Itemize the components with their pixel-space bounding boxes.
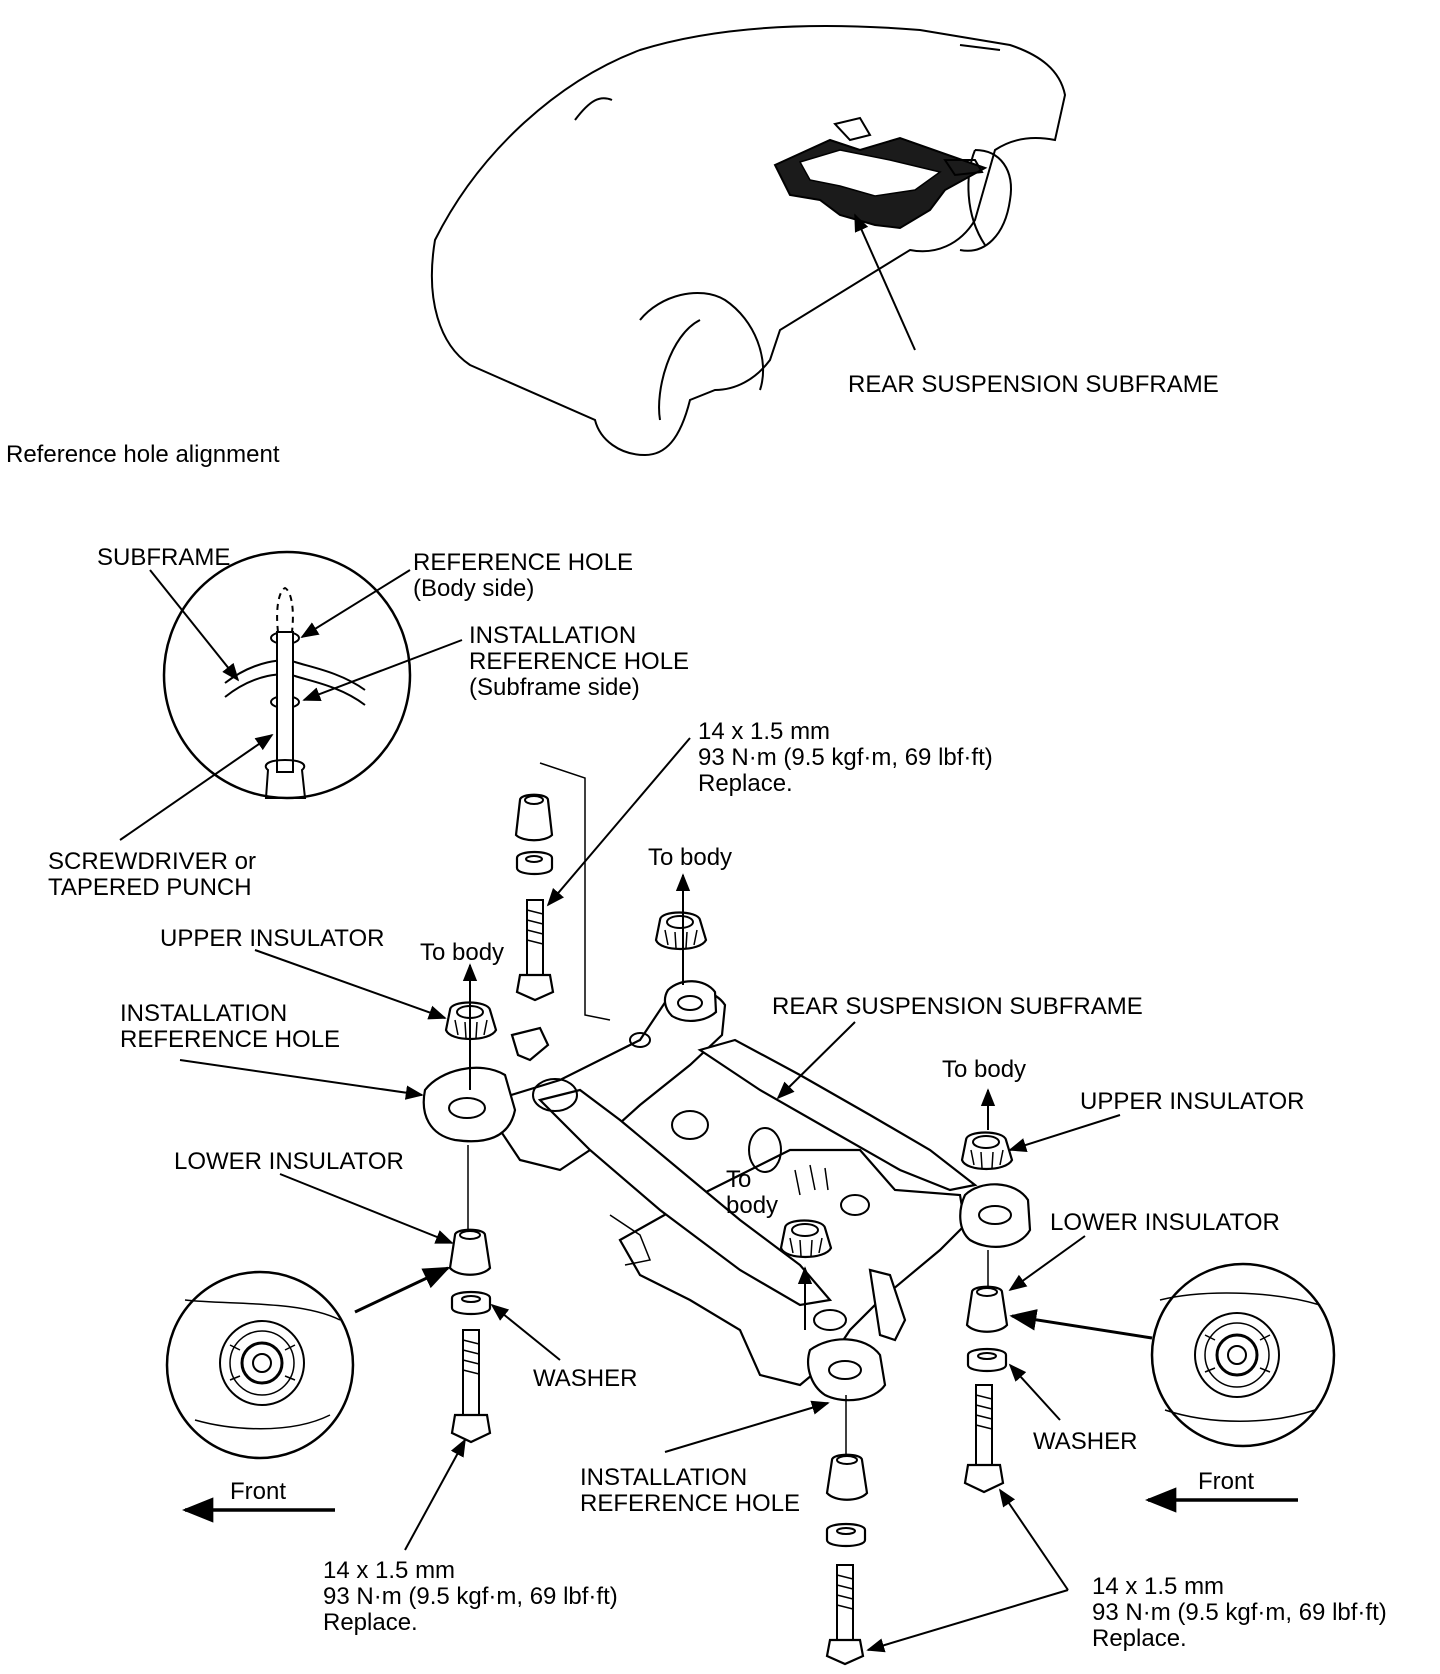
installation-ref-left-label-2: REFERENCE HOLE [120,1026,340,1053]
installation-ref-label-2: REFERENCE HOLE [469,648,689,675]
rear-suspension-subframe-label: REAR SUSPENSION SUBFRAME [848,371,1219,398]
top-middle-upper-insulator [654,911,708,950]
washer-left-label: WASHER [533,1365,637,1392]
right-lower-bolt-stack [963,1285,1009,1494]
rear-suspension-subframe-mid-arrow [776,1021,856,1100]
to-body-label-4-line2: body [726,1192,778,1219]
installation-ref-arrow [302,639,463,701]
lower-insulator-right-arrow [1008,1235,1086,1292]
spec-top-arrow [546,737,691,907]
spec-br-arrow-upper [998,1488,1069,1591]
spec-top-label-1: 14 x 1.5 mm [698,718,830,745]
washer-left-arrow [490,1303,561,1361]
to-body-label-3: To body [942,1056,1026,1083]
installation-ref-left-label-1: INSTALLATION [120,1000,287,1027]
front-left-label: Front [230,1478,286,1505]
spec-br-arrow-lower [866,1589,1069,1653]
upper-insulator-right-arrow [1008,1114,1121,1152]
screwdriver-label-2: TAPERED PUNCH [48,874,252,901]
installation-ref-bottom-label-2: REFERENCE HOLE [580,1490,800,1517]
reference-hole-detail [162,550,412,800]
spec-bl-arrow [404,1438,466,1551]
installation-ref-bottom-label-1: INSTALLATION [580,1464,747,1491]
washer-right-arrow [1008,1363,1061,1421]
installation-ref-bottom-arrow [664,1400,830,1453]
left-mount-detail [165,1270,355,1460]
rear-suspension-subframe [422,980,1032,1402]
middle-upper-insulator [779,1219,833,1258]
reference-hole-label: REFERENCE HOLE [413,549,633,576]
installation-ref-label-3: (Subframe side) [469,674,640,701]
bottom-center-bolt-stack [825,1453,869,1666]
lower-insulator-left-arrow [279,1173,454,1244]
left-detail-pointer [354,1266,451,1314]
subframe-label: SUBFRAME [97,544,230,571]
reference-hole-alignment-title: Reference hole alignment [6,441,280,468]
subframe-arrow [149,569,240,682]
bolt-guide-line [539,762,611,1021]
rear-suspension-subframe-mid-label: REAR SUSPENSION SUBFRAME [772,993,1143,1020]
left-lower-bolt-stack [448,1228,492,1444]
right-upper-insulator [960,1131,1014,1170]
to-body-label-4-line1: To [726,1166,751,1193]
upper-insulator-left-arrow [254,949,447,1020]
car-outline [430,25,1067,457]
to-body-label-1: To body [420,939,504,966]
car-subframe-highlight [773,116,988,230]
to-body-label-2: To body [648,844,732,871]
lower-insulator-right-label: LOWER INSULATOR [1050,1209,1280,1236]
washer-right-label: WASHER [1033,1428,1137,1455]
screwdriver-label-1: SCREWDRIVER or [48,848,256,875]
spec-bl-label-2: 93 N·m (9.5 kgf·m, 69 lbf·ft) [323,1583,618,1610]
front-right-label: Front [1198,1468,1254,1495]
upper-insulator-right-label: UPPER INSULATOR [1080,1088,1305,1115]
spec-br-label-2: 93 N·m (9.5 kgf·m, 69 lbf·ft) [1092,1599,1387,1626]
top-left-bolt-stack [514,793,555,1002]
reference-hole-arrow [300,569,411,638]
spec-br-label-1: 14 x 1.5 mm [1092,1573,1224,1600]
spec-bl-label-1: 14 x 1.5 mm [323,1557,455,1584]
screwdriver-arrow [119,733,274,841]
reference-hole-sub-label: (Body side) [413,575,534,602]
lower-insulator-left-label: LOWER INSULATOR [174,1148,404,1175]
spec-top-label-2: 93 N·m (9.5 kgf·m, 69 lbf·ft) [698,744,993,771]
subframe-leader-arrow [854,213,916,351]
spec-top-label-3: Replace. [698,770,793,797]
spec-br-label-3: Replace. [1092,1625,1187,1652]
right-detail-pointer [1009,1309,1153,1340]
installation-ref-label-1: INSTALLATION [469,622,636,649]
spec-bl-label-3: Replace. [323,1609,418,1636]
right-mount-detail [1150,1262,1336,1448]
installation-ref-left-arrow [179,1059,424,1100]
upper-insulator-left-label: UPPER INSULATOR [160,925,385,952]
